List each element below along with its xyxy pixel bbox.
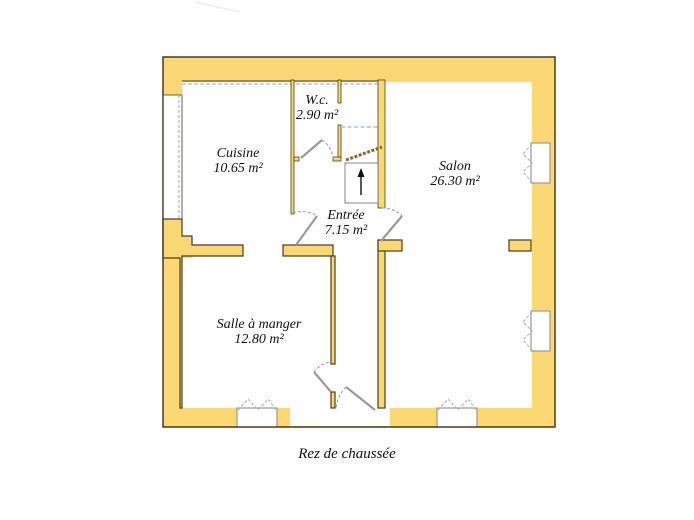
doors bbox=[292, 139, 403, 411]
salle-a-manger-name: Salle à manger bbox=[217, 317, 302, 332]
salon-name: Salon bbox=[439, 159, 471, 174]
salle-a-manger-area: 12.80 m² bbox=[234, 332, 284, 347]
artifact-line bbox=[194, 1, 241, 13]
cuisine-window bbox=[162, 94, 183, 220]
stair bbox=[341, 126, 383, 204]
plan-caption: Rez de chaussée bbox=[298, 446, 396, 462]
windows bbox=[236, 142, 551, 428]
wc-name: W.c. bbox=[305, 93, 329, 108]
room-labels: Cuisine 10.65 m² W.c. 2.90 m² Salon 26.3… bbox=[213, 93, 480, 347]
cuisine-area: 10.65 m² bbox=[213, 161, 263, 176]
salon-area: 26.30 m² bbox=[430, 174, 480, 189]
wc-area: 2.90 m² bbox=[296, 108, 339, 123]
floors bbox=[180, 82, 532, 426]
entree-area: 7.15 m² bbox=[325, 223, 368, 238]
inner-walls-left bbox=[162, 218, 336, 409]
cuisine-name: Cuisine bbox=[217, 146, 260, 161]
entree-name: Entrée bbox=[326, 208, 364, 223]
thin-partitions bbox=[290, 79, 386, 215]
up-arrow-head-icon bbox=[357, 168, 365, 177]
top-hatch bbox=[182, 80, 378, 85]
